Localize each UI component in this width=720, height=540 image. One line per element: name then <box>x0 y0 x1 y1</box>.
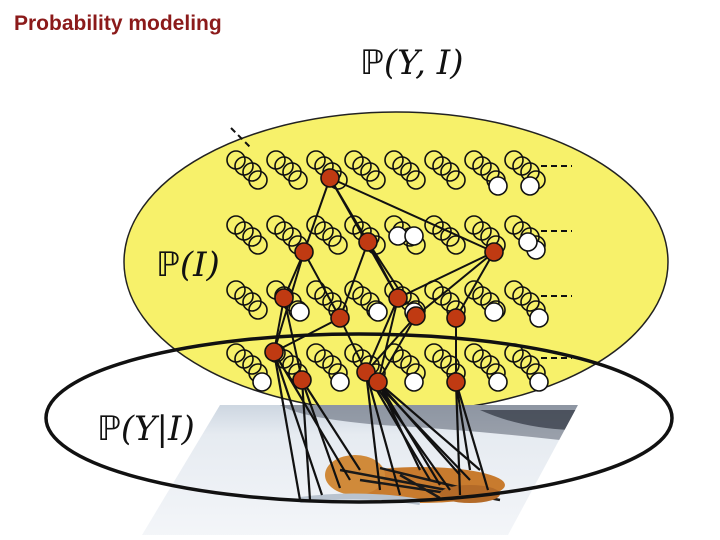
network-edge <box>364 371 382 491</box>
network-edge <box>364 371 402 496</box>
active-node <box>368 372 388 392</box>
network-edge <box>303 177 331 253</box>
joint-probability-label: ℙ(Y, I) <box>360 43 463 83</box>
inactive-node <box>368 302 388 322</box>
network-edge <box>377 381 421 471</box>
inactive-node <box>488 372 508 392</box>
network-node <box>248 235 268 255</box>
active-node <box>388 288 408 308</box>
active-node <box>446 308 466 328</box>
network-edge <box>455 251 495 319</box>
network-edge <box>329 177 495 253</box>
active-node <box>358 232 378 252</box>
network-nodes <box>226 150 549 392</box>
inactive-node <box>484 302 504 322</box>
network-node <box>406 170 426 190</box>
network-node <box>288 170 308 190</box>
inactive-node <box>488 176 508 196</box>
network-edge <box>454 381 462 496</box>
network-node <box>248 300 268 320</box>
active-node <box>484 242 504 262</box>
network-edge <box>397 251 495 299</box>
network-node <box>248 170 268 190</box>
network-edge <box>415 251 495 317</box>
inactive-node <box>520 176 540 196</box>
network-edge <box>272 351 324 496</box>
inactive-node <box>252 372 272 392</box>
inactive-node <box>529 372 549 392</box>
network-edge <box>300 379 312 501</box>
conditional-ellipse <box>44 332 674 504</box>
network-node <box>328 235 348 255</box>
network-edge <box>454 381 472 471</box>
inactive-node <box>330 372 350 392</box>
prior-probability-label: ℙ(I) <box>156 245 220 285</box>
inactive-node <box>290 302 310 322</box>
slide-title: Probability modeling <box>14 12 222 35</box>
conditional-probability-label: ℙ(Y|I) <box>97 409 195 449</box>
inactive-node <box>529 308 549 328</box>
network-edge <box>454 381 490 491</box>
inactive-node <box>404 372 424 392</box>
network-edge <box>301 379 361 471</box>
active-node <box>406 306 426 326</box>
active-node <box>274 288 294 308</box>
network-edge <box>273 317 341 353</box>
network-node <box>446 170 466 190</box>
network-edge <box>377 381 461 476</box>
active-node <box>292 370 312 390</box>
inactive-node <box>518 232 538 252</box>
network-edge <box>339 241 369 319</box>
continuation-dashes <box>230 127 572 359</box>
network-node <box>446 235 466 255</box>
active-node <box>294 242 314 262</box>
network-edge <box>303 251 341 319</box>
network-edge <box>377 381 441 486</box>
network-edge <box>377 381 481 471</box>
active-node <box>330 308 350 328</box>
active-node <box>320 168 340 188</box>
network-edge <box>273 351 351 481</box>
network-edge <box>272 351 302 501</box>
network-edge <box>377 297 399 383</box>
active-node <box>264 342 284 362</box>
network-edge <box>300 379 342 489</box>
network-node <box>366 170 386 190</box>
active-node <box>446 372 466 392</box>
inactive-node <box>404 226 424 246</box>
